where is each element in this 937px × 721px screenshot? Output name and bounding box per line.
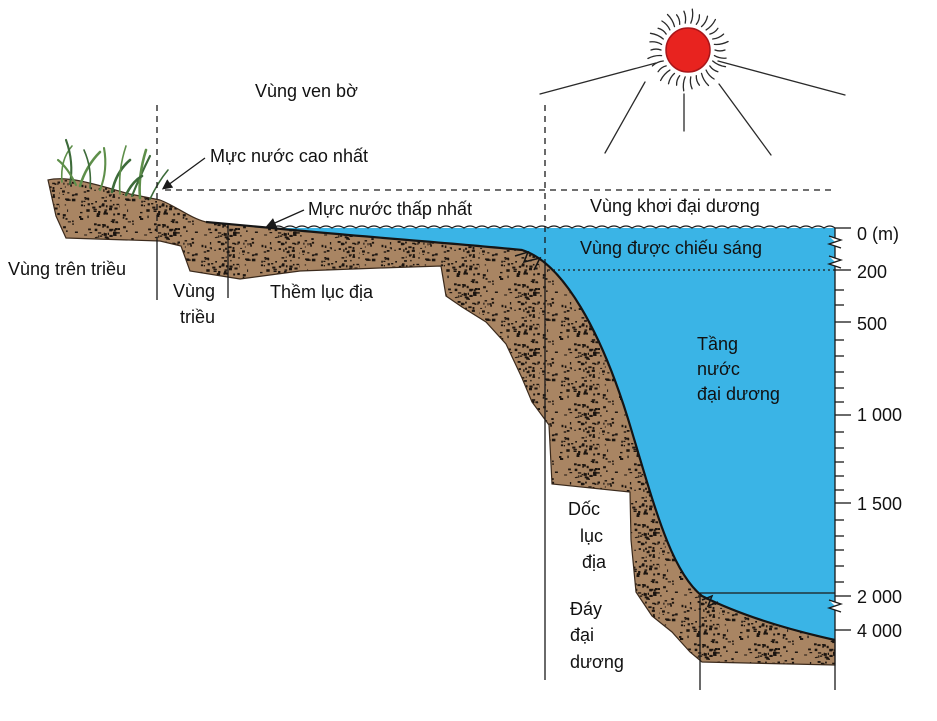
ocean-water: [272, 228, 835, 640]
seabed-outline: [205, 220, 836, 642]
sun-corona-ray: [709, 27, 719, 35]
coastal-zone-label: Vùng ven bờ: [255, 81, 358, 101]
oceanic-zone-label: Vùng khơi đại dương: [590, 196, 760, 216]
sunlight-ray: [717, 60, 846, 96]
axis-break-icon: [826, 235, 844, 249]
low-tide-label: Mực nước thấp nhất: [308, 199, 472, 219]
continental-slope-label-line1: Dốc: [568, 499, 600, 519]
sun-corona-ray: [667, 72, 676, 85]
grass-blade: [118, 145, 127, 195]
supratidal-label: Vùng trên triều: [8, 259, 126, 279]
sun-corona-ray: [657, 27, 667, 35]
sun-corona-ray: [700, 72, 710, 87]
sun-corona-ray: [650, 48, 662, 51]
sun-corona-ray: [659, 69, 671, 82]
grass-blade: [149, 169, 169, 200]
sun-corona-ray: [651, 60, 664, 67]
sun-corona-ray: [709, 65, 719, 73]
photic-zone-label: Vùng được chiếu sáng: [580, 238, 762, 258]
depth-label: 4 000: [857, 621, 902, 641]
axis-break-icon: [826, 255, 844, 269]
grass-icon: [56, 138, 169, 200]
sun-corona-ray: [714, 49, 726, 52]
pelagic-label-line2: nước: [697, 359, 740, 379]
axis-break-icon: [826, 599, 844, 613]
intertidal-label-line2: triều: [180, 307, 215, 327]
sunlight-ray: [604, 81, 646, 154]
sun-corona: [647, 8, 729, 92]
grass-blade: [60, 145, 73, 183]
sunlight-ray: [539, 62, 657, 95]
grass-blade: [98, 146, 107, 192]
floor-edge-notch: [701, 594, 719, 608]
sunlight-ray: [718, 83, 772, 156]
sun-corona-ray: [713, 54, 727, 59]
pelagic-label-line1: Tầng: [697, 334, 738, 354]
depth-label: 2 000: [857, 587, 902, 607]
grass-blade: [124, 174, 144, 197]
continental-slope-label-line3: địa: [582, 552, 607, 572]
sun-corona-ray: [657, 65, 667, 73]
low-tide-pointer: [265, 209, 305, 228]
ocean-floor-label-line1: Đáy: [570, 599, 602, 619]
depth-scale: 0 (m) 200 500 1 000 1 500 2 000 4 000: [826, 224, 902, 690]
grass-blade: [64, 138, 73, 186]
continental-shelf-label: Thềm lục địa: [270, 282, 374, 302]
depth-ticks: [835, 227, 851, 631]
sun-corona-ray: [713, 40, 729, 46]
sun-icon: [539, 8, 846, 156]
sun-corona-ray: [649, 32, 664, 40]
sun-corona-ray: [683, 10, 687, 24]
grass-blade: [78, 150, 102, 188]
grass-blade: [138, 148, 148, 200]
depth-label: 500: [857, 314, 887, 334]
intertidal-label-line1: Vùng: [173, 281, 215, 301]
sun-corona-ray: [700, 15, 709, 28]
sun-corona-ray: [682, 76, 686, 92]
sun-corona-ray: [712, 60, 727, 68]
shelf-edge-notch: [514, 250, 542, 271]
sun-corona-ray: [689, 76, 693, 90]
sun-corona-ray: [690, 8, 694, 24]
grass-blade: [83, 149, 92, 189]
water-surface: [271, 225, 836, 229]
sun-corona-ray: [695, 14, 701, 25]
pelagic-label-line3: đại dương: [697, 384, 780, 404]
continental-slope-label-line2: lục: [580, 526, 603, 546]
sun-corona-ray: [661, 20, 671, 31]
ocean-floor-label-line2: đại: [570, 625, 594, 645]
depth-label: 1 500: [857, 494, 902, 514]
ocean-floor-label-line3: dương: [570, 652, 624, 672]
sun-corona-ray: [666, 13, 676, 28]
sun-corona-ray: [675, 75, 681, 86]
sun-corona-ray: [647, 54, 663, 60]
sun-corona-ray: [705, 69, 715, 80]
depth-label: 1 000: [857, 405, 902, 425]
depth-label: 200: [857, 262, 887, 282]
sun-corona-ray: [649, 41, 663, 46]
sun-corona-ray: [712, 33, 725, 40]
sun-corona-ray: [675, 14, 681, 25]
sun-corona-ray: [705, 18, 717, 31]
grass-blade: [56, 158, 78, 187]
high-tide-label: Mực nước cao nhất: [210, 146, 368, 166]
high-tide-pointer: [161, 157, 206, 190]
sun-corona-ray: [695, 75, 701, 86]
sun-disc: [665, 27, 711, 73]
grass-blade: [110, 158, 132, 194]
depth-label: 0 (m): [857, 224, 899, 244]
